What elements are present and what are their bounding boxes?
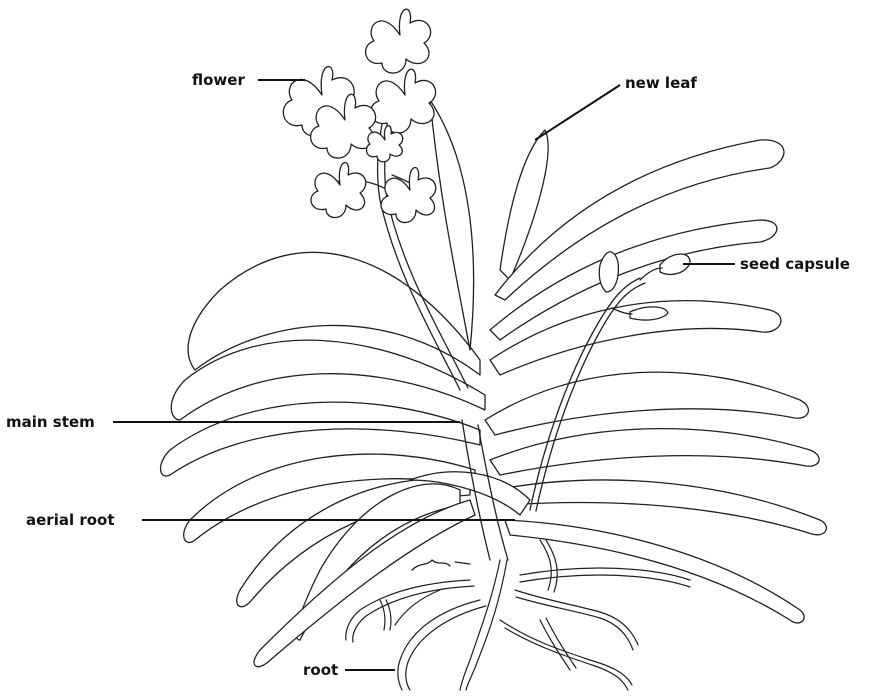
- artist-signature: [412, 560, 470, 570]
- label-aerial-root: aerial root: [26, 511, 115, 529]
- flowers: [283, 9, 435, 222]
- label-seed-capsule: seed capsule: [740, 255, 850, 273]
- new-leaf-leader: [535, 85, 620, 140]
- label-flower: flower: [192, 71, 245, 89]
- label-main-stem: main stem: [6, 413, 95, 431]
- roots: [346, 540, 690, 690]
- flower-spike: [283, 9, 468, 390]
- label-root: root: [303, 661, 338, 679]
- seed-capsule-pod-1: [599, 252, 618, 292]
- leaves: [161, 100, 827, 667]
- label-new-leaf: new leaf: [625, 74, 697, 92]
